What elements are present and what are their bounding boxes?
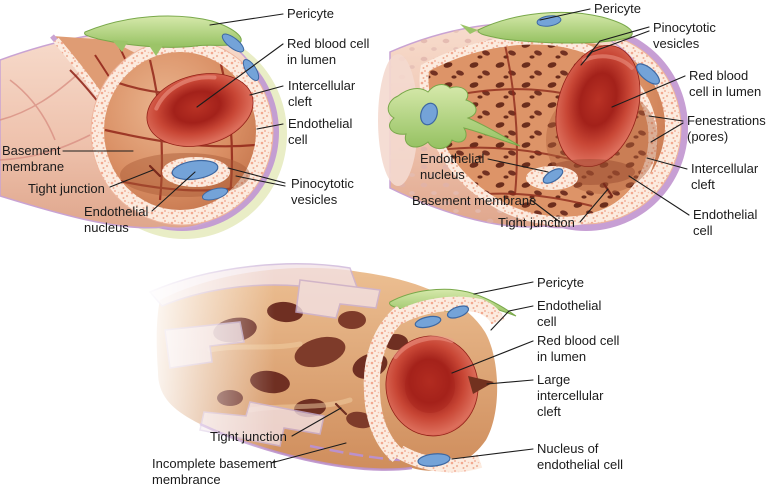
label-large-intercellular-cleft-c: Large intercellular cleft	[537, 372, 604, 419]
label-basement-membrane-b: Basement membrane	[412, 193, 537, 208]
leader-lines	[62, 8, 690, 464]
label-tight-junction-c: Tight junction	[210, 429, 287, 444]
label-tight-junction-b: Tight junction	[498, 215, 575, 230]
label-red-blood-cell-c: Red blood cell in lumen	[537, 333, 620, 364]
label-endothelial-cell-a: Endothelial cell	[288, 116, 353, 147]
label-endothelial-nucleus-a: Endothelial nucleus	[84, 204, 149, 235]
label-fenestrations-b: Fenestrations (pores)	[687, 113, 766, 144]
label-pinocytotic-vesicles-b: Pinocytotic vesicles	[653, 20, 716, 51]
label-pericyte-a: Pericyte	[287, 6, 334, 21]
label-incomplete-basement-membrane-c: Incomplete basement membrance	[152, 456, 277, 487]
label-red-blood-cell-b: Red blood cell in lumen	[689, 68, 762, 99]
label-nucleus-of-endothelial-cell-c: Nucleus of endothelial cell	[537, 441, 624, 472]
label-red-blood-cell-a: Red blood cell in lumen	[287, 36, 370, 67]
label-endothelial-cell-c: Endothelial cell	[537, 298, 602, 329]
label-basement-membrane-a: Basement membrane	[2, 143, 65, 174]
panel-sinusoid-capillary-illustration	[140, 256, 517, 484]
label-pericyte-b: Pericyte	[594, 1, 641, 16]
label-intercellular-cleft-a: Intercellular cleft	[288, 78, 356, 109]
label-tight-junction-a: Tight junction	[28, 181, 105, 196]
label-endothelial-cell-b: Endothelial cell	[693, 207, 758, 238]
panel-continuous-capillary-illustration	[0, 15, 287, 239]
label-intercellular-cleft-b: Intercellular cleft	[691, 161, 759, 192]
label-pinocytotic-vesicles-a: Pinocytotic vesicles	[291, 176, 354, 207]
label-pericyte-c: Pericyte	[537, 275, 584, 290]
panel-fenestrated-capillary-illustration	[378, 11, 688, 231]
label-endothelial-nucleus-b: Endothelial nucleus	[420, 151, 485, 182]
